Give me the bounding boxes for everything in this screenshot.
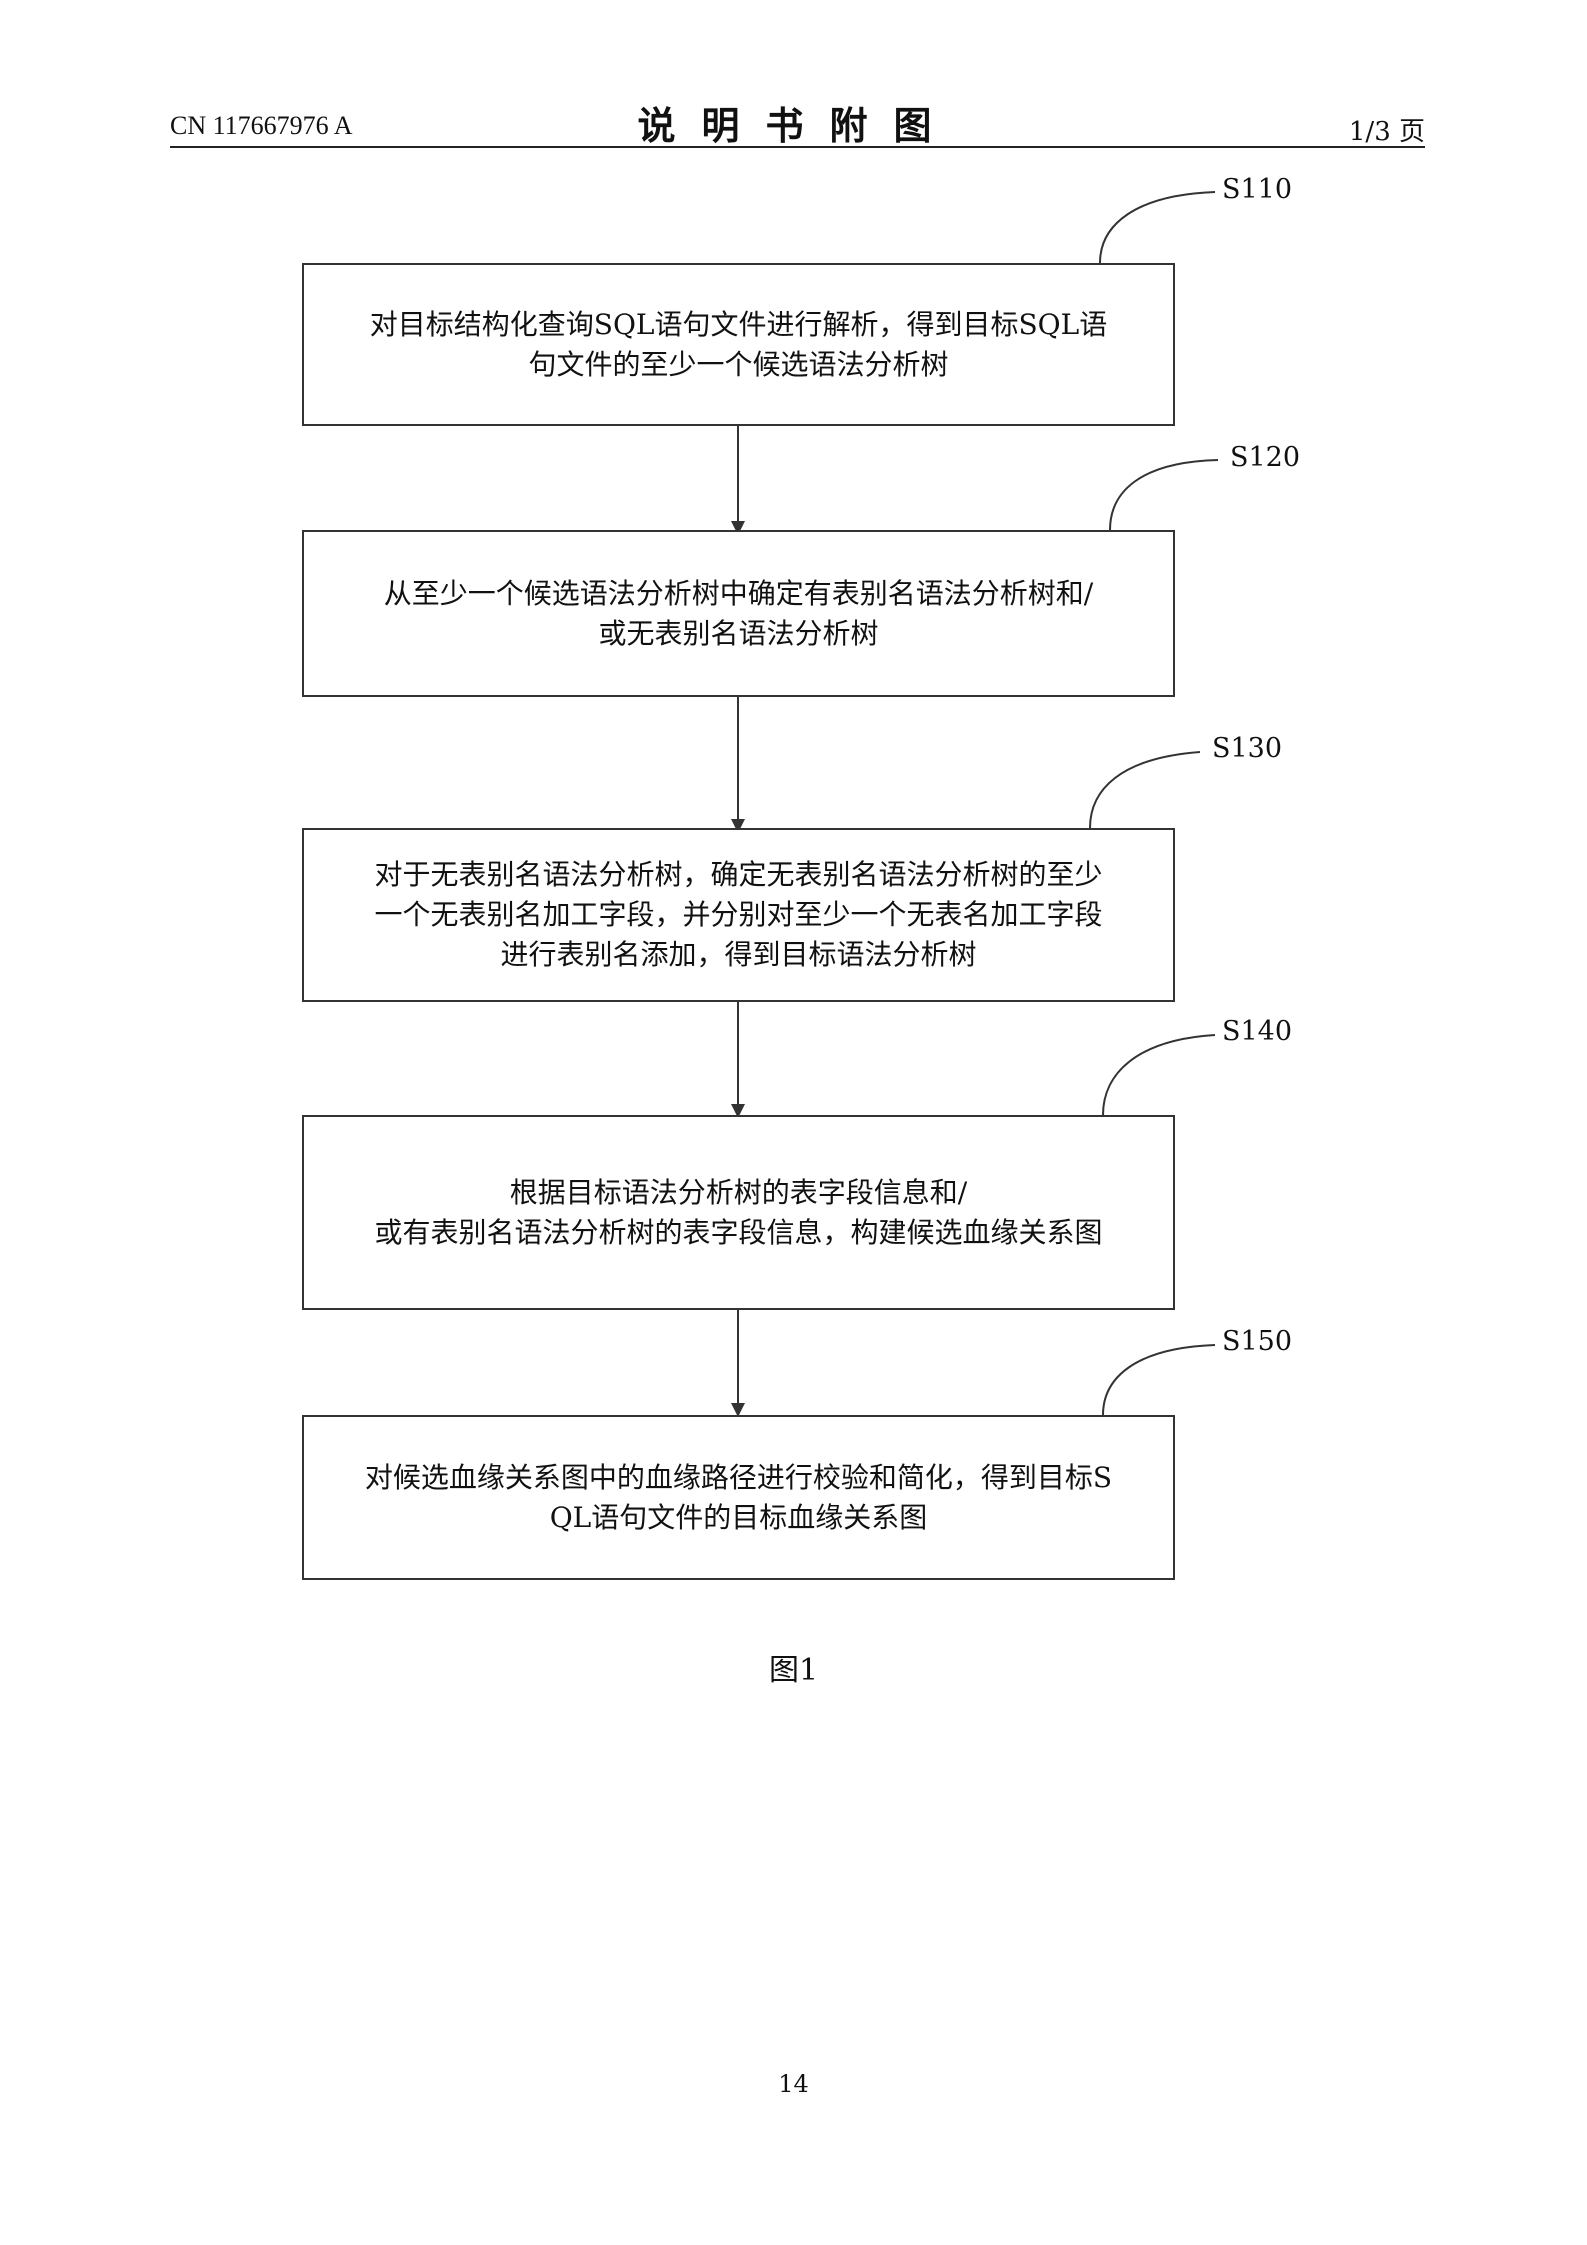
page-number: 14 [778,2070,809,2098]
step-box-s110: 对目标结构化查询SQL语句文件进行解析，得到目标SQL语 句文件的至少一个候选语… [302,263,1175,426]
step-text-s150: 对候选血缘关系图中的血缘路径进行校验和简化，得到目标S QL语句文件的目标血缘关… [365,1458,1112,1538]
step-line: 根据目标语法分析树的表字段信息和/ [509,1175,968,1209]
step-line: 对候选血缘关系图中的血缘路径进行校验和简化，得到目标S [364,1460,1113,1494]
step-line: 句文件的至少一个候选语法分析树 [528,347,949,381]
step-text-s110: 对目标结构化查询SQL语句文件进行解析，得到目标SQL语 句文件的至少一个候选语… [370,305,1107,385]
leader-s110 [1099,191,1216,264]
step-box-s140: 根据目标语法分析树的表字段信息和/ 或有表别名语法分析树的表字段信息，构建候选血… [302,1115,1175,1310]
step-text-s140: 根据目标语法分析树的表字段信息和/ 或有表别名语法分析树的表字段信息，构建候选血… [374,1173,1102,1253]
step-label-s110: S110 [1222,174,1293,205]
step-label-s130: S130 [1212,733,1283,764]
step-line: 进行表别名添加，得到目标语法分析树 [500,938,977,971]
page-title: 说明书附图 [637,103,958,148]
step-box-s150: 对候选血缘关系图中的血缘路径进行校验和简化，得到目标S QL语句文件的目标血缘关… [302,1415,1175,1580]
leader-s130 [1089,751,1201,829]
leader-s120 [1109,459,1219,531]
step-line: QL语句文件的目标血缘关系图 [549,1500,928,1534]
publication-number: CN 117667976 A [170,111,353,140]
step-line: 或无表别名语法分析树 [598,616,879,650]
step-box-s130: 对于无表别名语法分析树，确定无表别名语法分析树的至少 一个无表别名加工字段，并分… [302,828,1175,1002]
step-text-s130: 对于无表别名语法分析树，确定无表别名语法分析树的至少 一个无表别名加工字段，并分… [374,855,1102,975]
leader-s150 [1102,1344,1216,1416]
step-line: 一个无表别名加工字段，并分别对至少一个无表名加工字段 [374,898,1103,931]
step-box-s120: 从至少一个候选语法分析树中确定有表别名语法分析树和/ 或无表别名语法分析树 [302,530,1175,697]
step-text-s120: 从至少一个候选语法分析树中确定有表别名语法分析树和/ 或无表别名语法分析树 [384,574,1093,654]
step-label-s150: S150 [1222,1326,1293,1357]
header-divider [170,146,1425,148]
step-line: 对于无表别名语法分析树，确定无表别名语法分析树的至少 [374,858,1103,891]
step-label-s140: S140 [1222,1016,1293,1047]
step-line: 从至少一个候选语法分析树中确定有表别名语法分析树和/ [383,576,1094,610]
page-header: CN 117667976 A 说明书附图 1/3 页 [170,95,1425,148]
figure-caption: 图1 [768,1653,819,1688]
step-line: 或有表别名语法分析树的表字段信息，构建候选血缘关系图 [374,1215,1103,1249]
leader-s140 [1102,1034,1216,1116]
step-line: 对目标结构化查询SQL语句文件进行解析，得到目标SQL语 [369,307,1108,341]
page-indicator: 1/3 页 [1348,117,1425,147]
step-label-s120: S120 [1230,442,1301,473]
